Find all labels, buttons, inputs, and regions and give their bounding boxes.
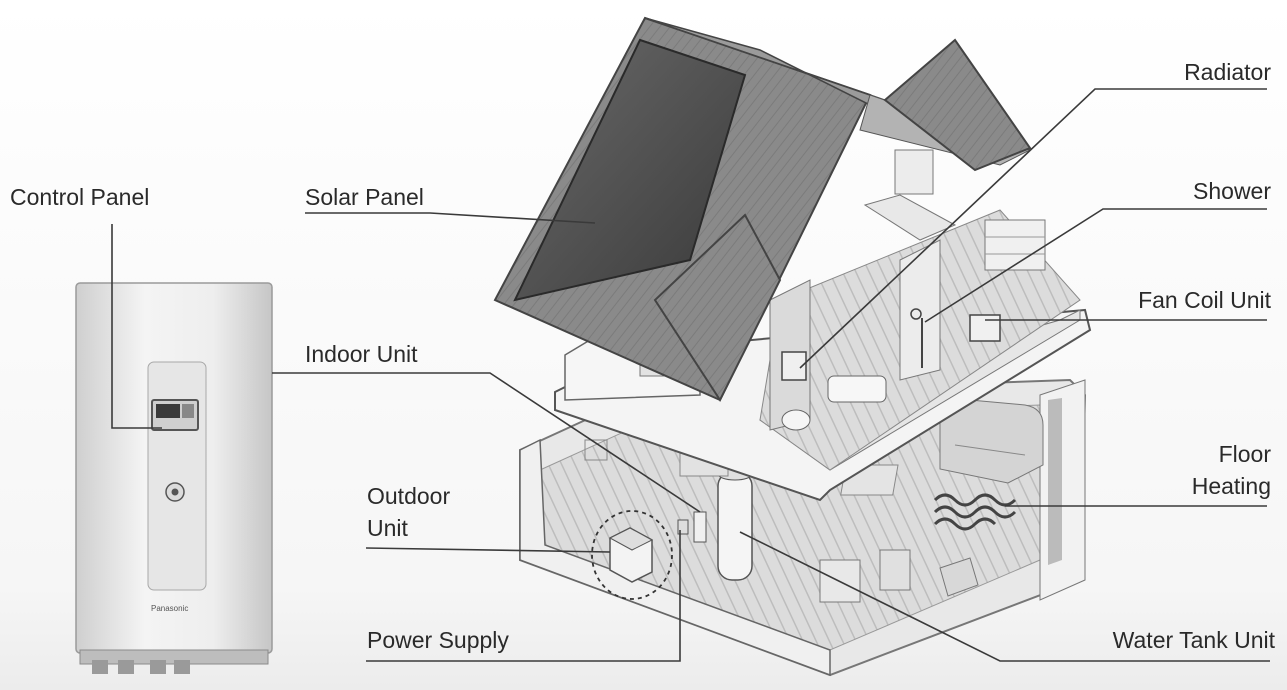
radiator-leader (799, 88, 1267, 369)
label-control-panel: Control Panel (10, 184, 150, 210)
solar-panel-illustration (513, 38, 747, 302)
indoor-unit-illustration (75, 282, 273, 674)
label-solar-panel: Solar Panel (305, 184, 424, 210)
outdoor-unit-leader (365, 547, 611, 553)
label-indoor-unit: Indoor Unit (305, 341, 418, 367)
water-tank-leader (739, 531, 1270, 662)
label-radiator: Radiator (1184, 59, 1271, 85)
label-outdoor-unit-line1: Outdoor (367, 483, 451, 509)
label-fan-coil-unit: Fan Coil Unit (1138, 287, 1271, 313)
control-panel-leader (111, 224, 162, 429)
indoor-unit-small (693, 511, 707, 543)
water-tank-illustration (717, 467, 753, 581)
indoor-unit-leader (272, 372, 701, 513)
shower-leader (924, 208, 1267, 323)
outdoor-unit-illustration (591, 510, 673, 600)
leader-lines (111, 88, 1270, 662)
solar-panel-leader (305, 212, 596, 224)
label-water-tank-unit: Water Tank Unit (1112, 627, 1275, 653)
house-cutaway-illustration (493, 16, 1092, 677)
power-supply-box (677, 519, 689, 535)
label-shower: Shower (1193, 178, 1271, 204)
label-floor-heating-line2: Heating (1191, 473, 1271, 499)
power-supply-leader (366, 530, 681, 662)
label-floor-heating-line1: Floor (1218, 441, 1271, 467)
floor-heating-coil (933, 493, 1017, 531)
label-outdoor-unit-line2: Unit (367, 515, 408, 541)
indoor-unit-brand: Panasonic (151, 604, 189, 613)
fan-coil-unit-illustration (969, 314, 1001, 342)
label-power-supply: Power Supply (367, 627, 509, 653)
